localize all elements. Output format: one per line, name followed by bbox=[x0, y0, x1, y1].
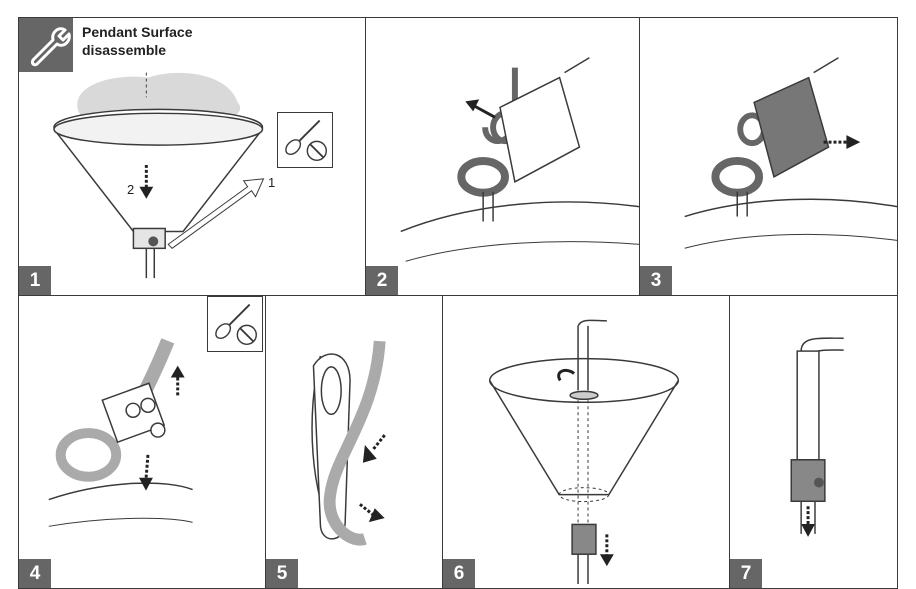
canopy-cable-illustration bbox=[488, 319, 680, 585]
wrench-icon bbox=[19, 18, 73, 72]
tool-box-4 bbox=[207, 296, 263, 352]
step-number: 4 bbox=[19, 559, 51, 588]
slotted-screw-icon bbox=[306, 140, 327, 162]
step-5-panel: 5 bbox=[265, 295, 443, 589]
tool-box-1 bbox=[277, 112, 333, 168]
step-2-panel: 2 bbox=[365, 17, 640, 296]
step-4-panel: 4 bbox=[18, 295, 266, 589]
hook-terminal-illustration bbox=[400, 57, 639, 262]
page-title: Pendant Surface disassemble bbox=[82, 24, 193, 58]
step-number: 6 bbox=[443, 559, 475, 588]
step-7-panel: 7 bbox=[729, 295, 898, 589]
step-number: 2 bbox=[366, 266, 398, 295]
slotted-screw-icon bbox=[236, 324, 257, 346]
screwdriver-icon bbox=[215, 303, 251, 340]
screwdriver-icon bbox=[285, 119, 321, 156]
terminal-removed-illustration bbox=[684, 57, 897, 249]
step-number: 7 bbox=[730, 559, 762, 588]
step-number: 3 bbox=[640, 266, 672, 295]
step-6-panel: 6 bbox=[442, 295, 730, 589]
canopy-illustration bbox=[53, 72, 265, 279]
arrow-label-2: 2 bbox=[127, 182, 135, 197]
step-1-panel: Pendant Surface disassemble 1 2 1 bbox=[18, 17, 366, 296]
connector-illustration bbox=[48, 338, 193, 527]
cable-unhook-illustration bbox=[311, 340, 386, 546]
step-number: 5 bbox=[266, 559, 298, 588]
cable-collar-illustration bbox=[790, 337, 844, 537]
step-number: 1 bbox=[19, 266, 51, 295]
step-3-panel: 3 bbox=[639, 17, 898, 296]
arrow-label-1: 1 bbox=[268, 175, 276, 190]
